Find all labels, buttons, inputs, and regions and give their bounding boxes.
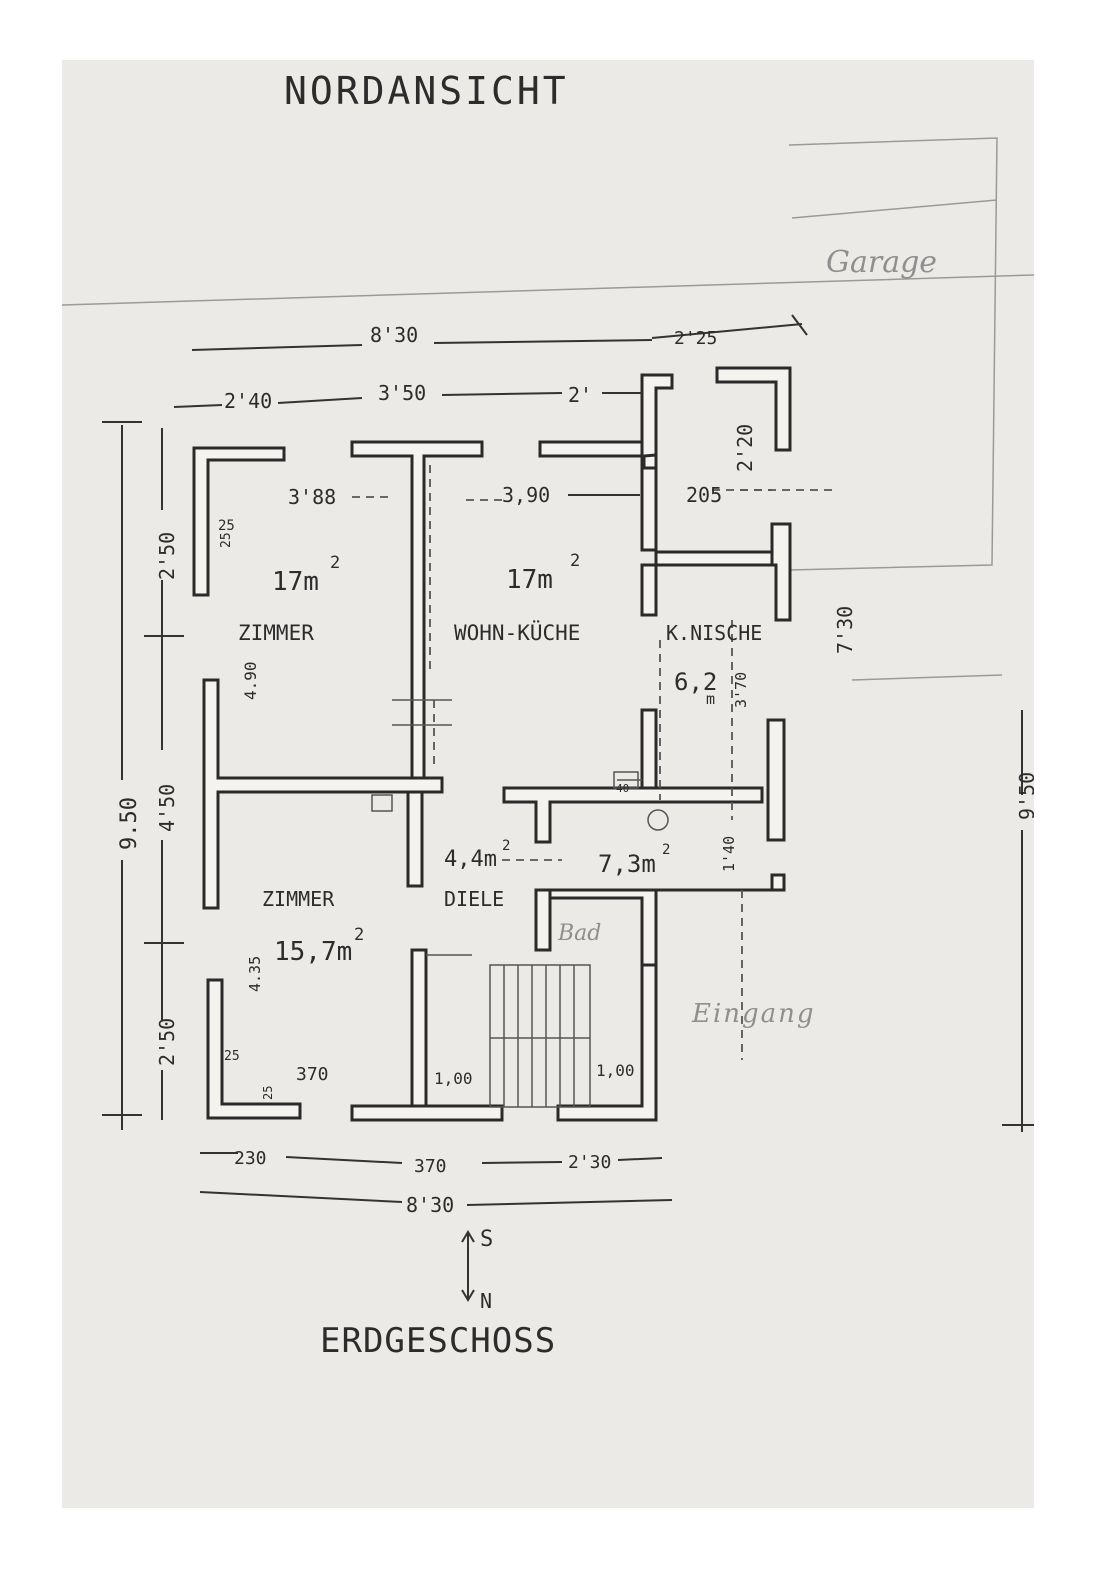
floor-plan-drawing: NORDANSICHT ERDGESCHOSS S N ZIMMER 17m 2…	[62, 69, 1034, 1361]
dim-bath-small: 40	[616, 782, 629, 795]
note-garage: Garage	[826, 245, 937, 280]
dimension-lines	[102, 314, 1034, 1206]
dim-niche-height: 2'20	[733, 424, 757, 472]
room-name-kochnische: K.NISCHE	[666, 621, 762, 645]
dim-niche-width: 205	[686, 483, 722, 507]
room-name-diele: DIELE	[444, 887, 504, 911]
room-area-exp-diele: 2	[502, 838, 510, 854]
room-area-exp-zimmer-bottom: 2	[354, 925, 364, 945]
room-name-zimmer-bottom: ZIMMER	[262, 887, 335, 911]
title-nordansicht: NORDANSICHT	[284, 69, 569, 113]
dim-top-a: 2'40	[224, 389, 272, 413]
room-area-wohnkueche: 17m	[506, 565, 553, 595]
dim-left-total: 9.50	[117, 797, 142, 850]
dim-left-b: 4'50	[155, 784, 179, 832]
dim-small-25-vert-bottom: 25	[261, 1086, 275, 1100]
note-eingang: Eingang	[691, 999, 816, 1029]
dim-small-370: 370	[296, 1064, 329, 1085]
dim-room1-height: 4.90	[241, 661, 260, 700]
room-area-exp-bad: 2	[662, 842, 670, 858]
room-area-kochnische: 6,2	[674, 668, 717, 696]
dim-small-25-bottom: 25	[224, 1049, 240, 1064]
room-name-wohnkueche: WOHN-KÜCHE	[454, 620, 580, 645]
dim-left-a: 2'50	[155, 532, 179, 580]
dim-bottom-b: 370	[414, 1156, 447, 1177]
dim-top-right: 2'25	[674, 328, 717, 349]
room-area-zimmer-top: 17m	[272, 567, 319, 597]
room-area-zimmer-bottom: 15,7m	[274, 937, 352, 967]
note-bad: Bad	[557, 921, 601, 946]
room-area-exp-zimmer-top: 2	[330, 553, 340, 573]
dim-bottom-c: 2'30	[568, 1152, 611, 1173]
dim-room-bottom-height: 4.35	[246, 956, 264, 992]
room-name-zimmer-top: ZIMMER	[238, 621, 314, 645]
dim-top-b: 3'50	[378, 381, 426, 405]
dim-door-100-left: 1,00	[434, 1069, 473, 1088]
dim-small-25-top: 25	[218, 518, 235, 534]
room-area-bad: 7,3m	[598, 850, 656, 878]
room-area-unit-kochnische: m	[706, 690, 715, 708]
garage-outline	[62, 137, 1034, 681]
dim-bath-140: 1'40	[720, 836, 738, 872]
room-area-exp-wohnkueche: 2	[570, 551, 580, 571]
floor-plan-sheet: NORDANSICHT ERDGESCHOSS S N ZIMMER 17m 2…	[62, 60, 1034, 1508]
dim-left-c: 2'50	[155, 1018, 179, 1066]
dim-far-right-height: 9'50	[1015, 772, 1034, 820]
compass-north-label: N	[480, 1289, 492, 1313]
dim-bottom-a: 230	[234, 1148, 267, 1169]
dim-door-100-right: 1,00	[596, 1061, 635, 1080]
walls	[192, 366, 792, 1122]
compass-arrow	[461, 1230, 475, 1302]
dim-right-height: 7'30	[833, 606, 857, 654]
dim-top-c: 2'	[568, 383, 592, 407]
dim-small-25-vert-top: 25	[219, 532, 234, 548]
compass-south-label: S	[480, 1227, 493, 1252]
staircase	[489, 964, 591, 1108]
dim-niche-370: 3'70	[732, 672, 750, 708]
room-area-diele: 4,4m	[444, 847, 497, 872]
title-erdgeschoss: ERDGESCHOSS	[320, 1321, 556, 1361]
dim-room2-width: 3,90	[502, 483, 550, 507]
dim-room1-width: 3'88	[288, 485, 336, 509]
dim-bottom-total: 8'30	[406, 1193, 454, 1217]
dim-top-total: 8'30	[370, 323, 418, 347]
